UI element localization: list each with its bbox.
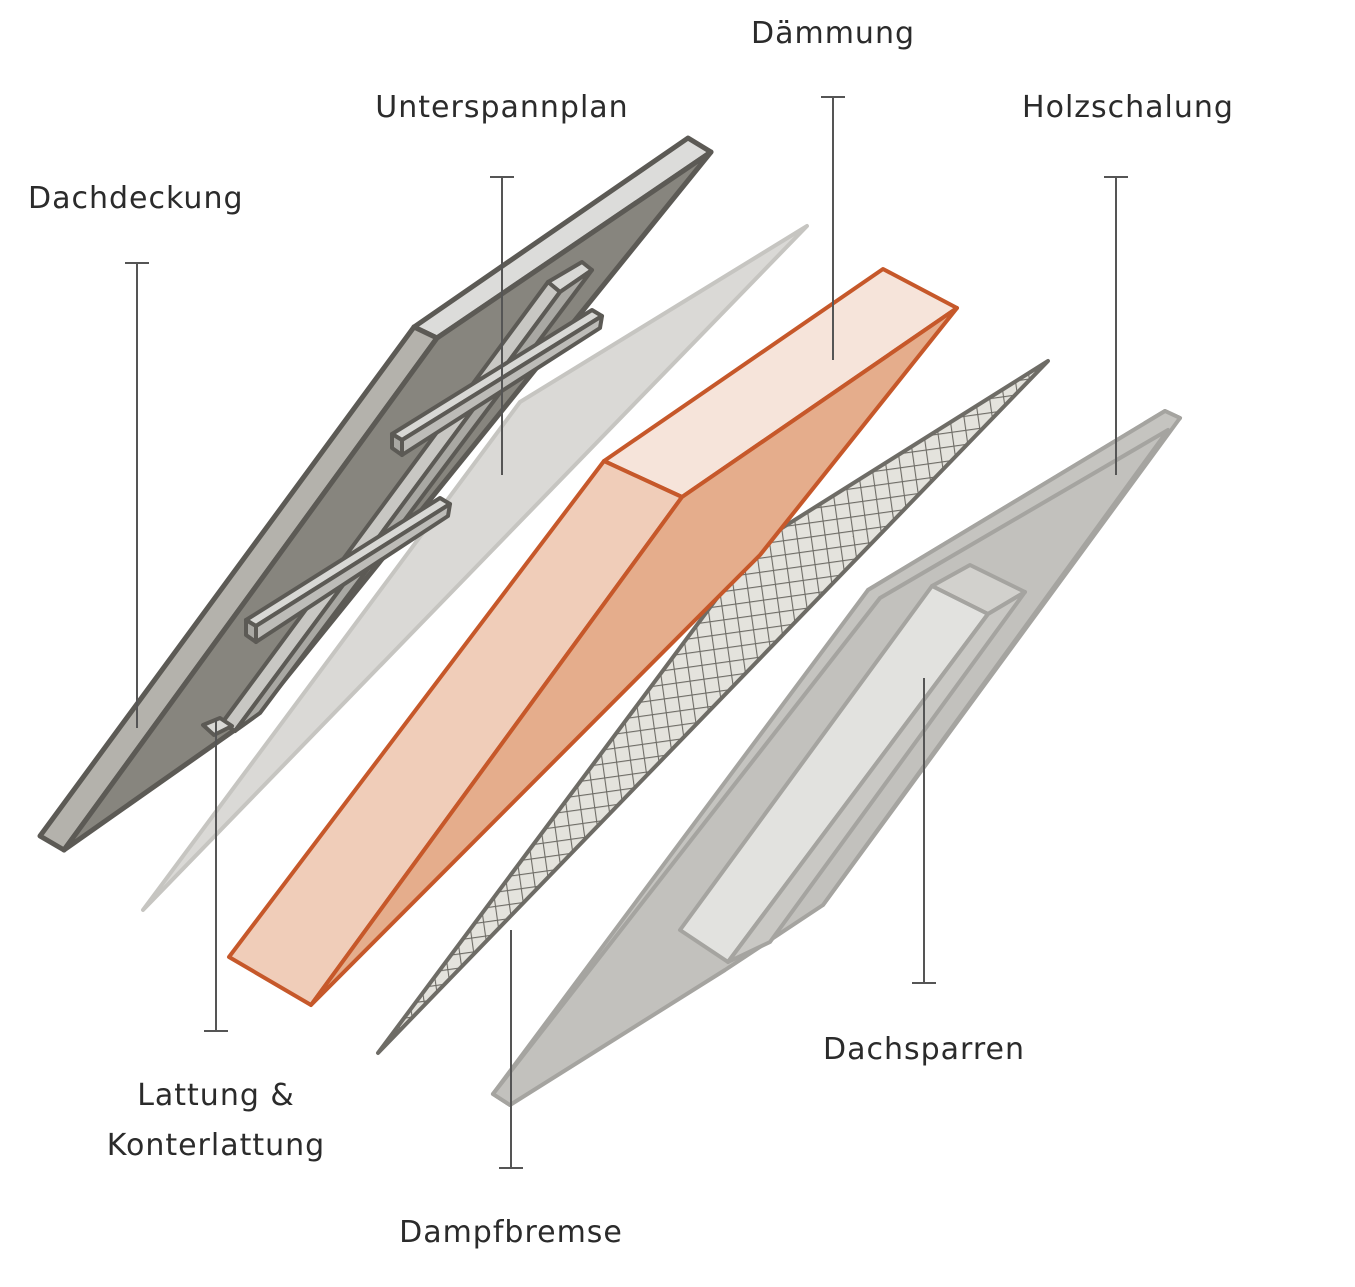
leader-dampfbremse: [499, 930, 523, 1168]
leader-holzschalung: [1104, 177, 1128, 475]
label-holzschalung: Holzschalung: [1022, 90, 1234, 125]
label-dampfbremse: Dampfbremse: [399, 1215, 623, 1250]
label-lattung-line2: Konterlattung: [107, 1128, 325, 1163]
label-dachsparren: Dachsparren: [823, 1032, 1025, 1067]
label-unterspannplan: Unterspannplan: [375, 90, 628, 125]
leader-dachdeckung: [125, 263, 149, 728]
label-lattung-line1: Lattung &: [137, 1078, 295, 1113]
label-daemmung: Dämmung: [751, 16, 915, 51]
label-dachdeckung: Dachdeckung: [28, 181, 244, 216]
leader-lattung: [204, 720, 228, 1031]
